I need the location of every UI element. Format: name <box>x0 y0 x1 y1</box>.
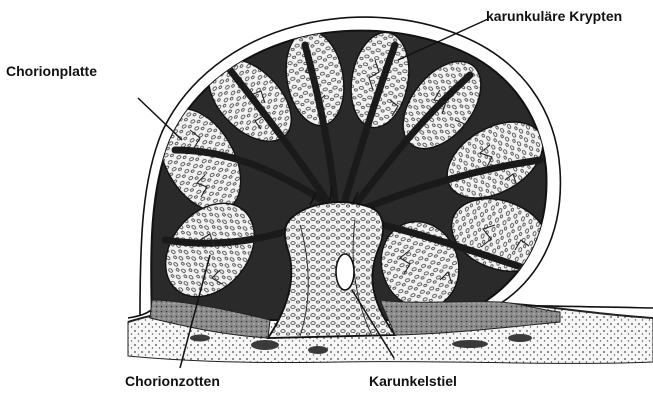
label-caruncle-stalk: Karunkelstiel <box>369 373 457 389</box>
label-chorionic-plate: Chorionplatte <box>6 63 97 79</box>
label-crypts: karunkuläre Krypten <box>486 8 622 24</box>
leader-chorionic-plate <box>138 98 182 140</box>
label-chorionic-villi: Chorionzotten <box>125 373 220 389</box>
